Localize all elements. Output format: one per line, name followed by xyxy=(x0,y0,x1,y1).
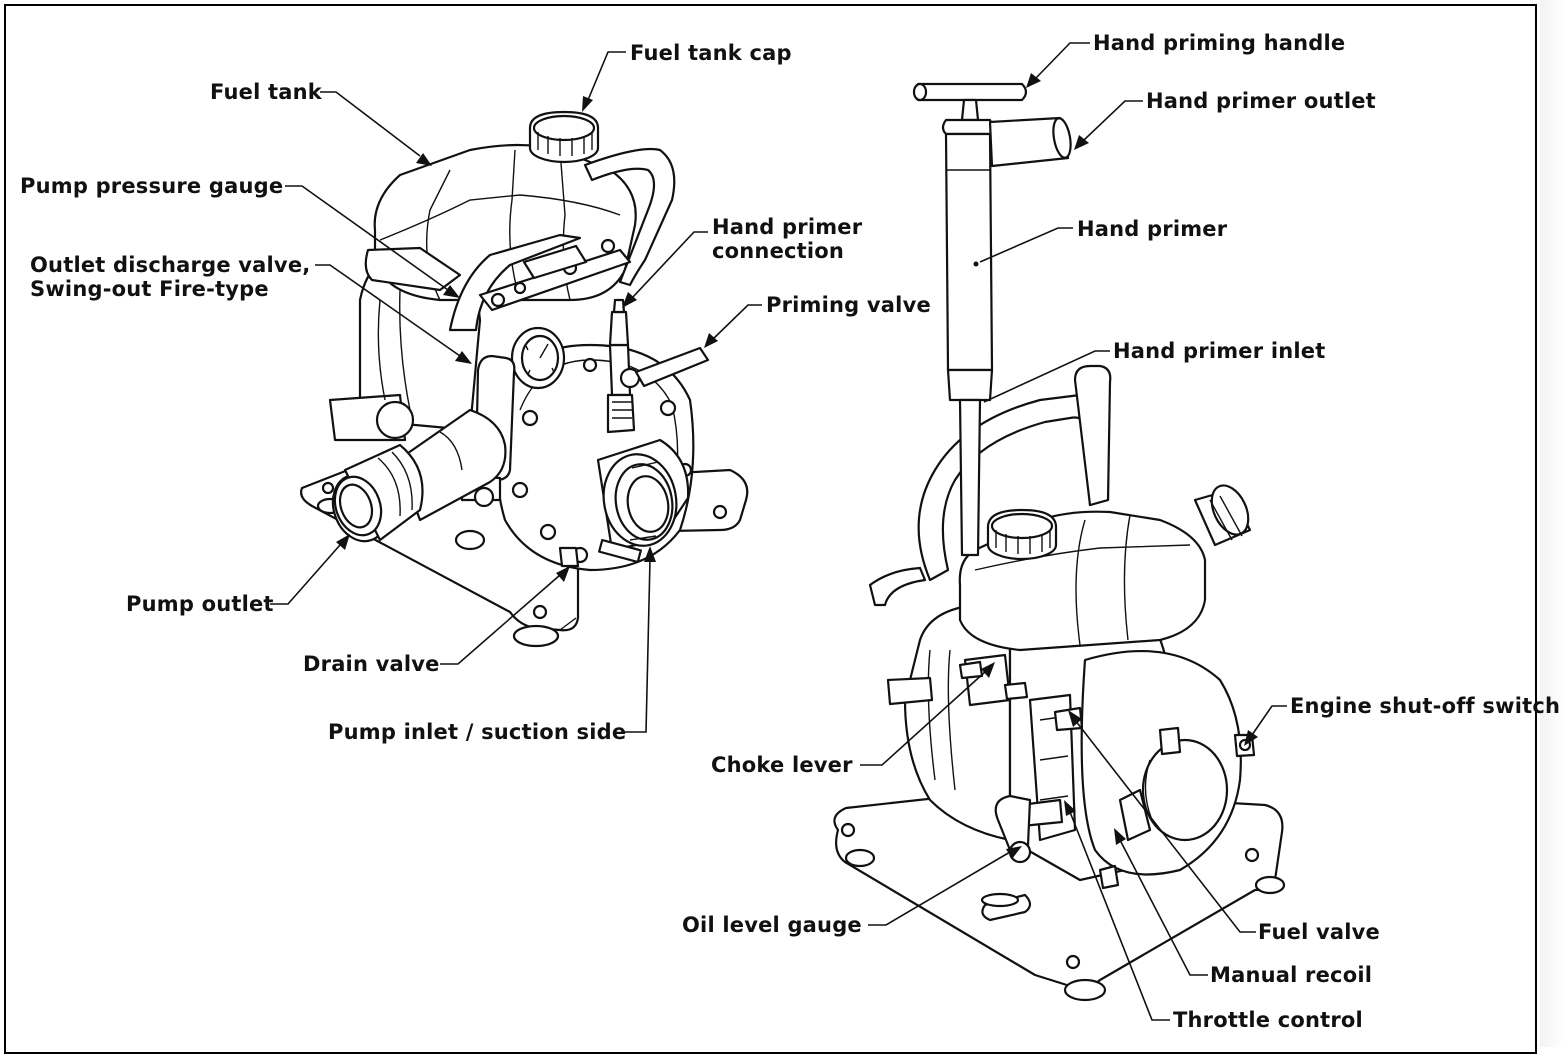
left-pump-drawing xyxy=(300,110,749,648)
label-pump-inlet: Pump inlet / suction side xyxy=(328,720,627,744)
label-hand-primer-connection-line2: connection xyxy=(712,239,845,263)
label-outlet-discharge-valve-line1: Outlet discharge valve, xyxy=(30,253,311,277)
page-edge-shadow xyxy=(1540,0,1564,1047)
right-pump-drawing xyxy=(833,82,1286,1002)
label-priming-valve: Priming valve xyxy=(766,293,931,317)
label-throttle-control: Throttle control xyxy=(1173,1008,1363,1032)
label-outlet-discharge-valve-line2: Swing-out Fire-type xyxy=(30,277,269,301)
label-engine-shutoff-switch: Engine shut-off switch xyxy=(1290,694,1561,718)
label-hand-primer-inlet: Hand primer inlet xyxy=(1113,339,1326,363)
label-choke-lever: Choke lever xyxy=(711,753,853,777)
leader-lines xyxy=(270,42,1287,1021)
label-fuel-tank: Fuel tank xyxy=(210,80,322,104)
label-hand-primer: Hand primer xyxy=(1077,217,1228,241)
label-fuel-tank-cap: Fuel tank cap xyxy=(630,41,792,65)
label-fuel-valve: Fuel valve xyxy=(1258,920,1380,944)
label-drain-valve: Drain valve xyxy=(303,652,440,676)
label-hand-primer-connection-line1: Hand primer xyxy=(712,215,863,239)
label-manual-recoil: Manual recoil xyxy=(1210,963,1373,987)
label-hand-primer-outlet: Hand primer outlet xyxy=(1146,89,1376,113)
label-pump-outlet: Pump outlet xyxy=(126,592,274,616)
label-oil-level-gauge: Oil level gauge xyxy=(682,913,862,937)
label-hand-priming-handle: Hand priming handle xyxy=(1093,31,1346,55)
label-pump-pressure-gauge: Pump pressure gauge xyxy=(20,174,284,198)
